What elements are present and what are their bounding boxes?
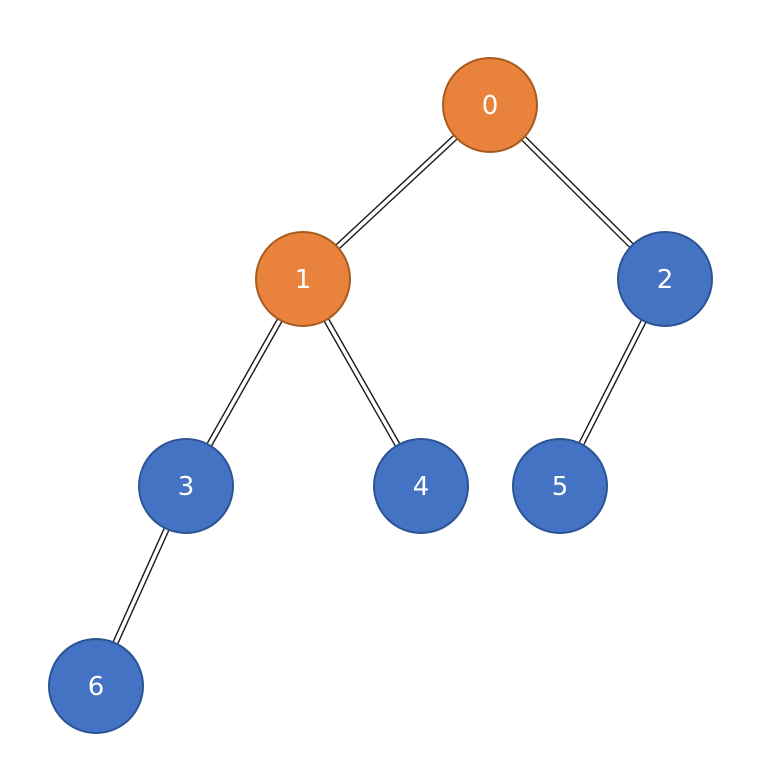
edges-layer [93,102,668,688]
graph-node-1[interactable]: 1 [255,231,351,327]
node-circle[interactable] [442,57,538,153]
node-label: 6 [88,672,105,702]
nodes-layer: 0 1 2 3 4 5 6 [48,57,713,734]
node-label: 1 [295,265,312,295]
node-label: 0 [482,91,499,121]
node-circle[interactable] [512,438,608,534]
graph-node-0[interactable]: 0 [442,57,538,153]
graph-node-6[interactable]: 6 [48,638,144,734]
node-circle[interactable] [138,438,234,534]
node-label: 4 [413,472,430,502]
graph-node-5[interactable]: 5 [512,438,608,534]
node-circle[interactable] [373,438,469,534]
node-circle[interactable] [48,638,144,734]
node-label: 3 [178,472,195,502]
node-circle[interactable] [255,231,351,327]
node-label: 5 [552,472,569,502]
node-circle[interactable] [617,231,713,327]
graph-node-3[interactable]: 3 [138,438,234,534]
node-label: 2 [657,265,674,295]
graph-node-2[interactable]: 2 [617,231,713,327]
graph-node-4[interactable]: 4 [373,438,469,534]
